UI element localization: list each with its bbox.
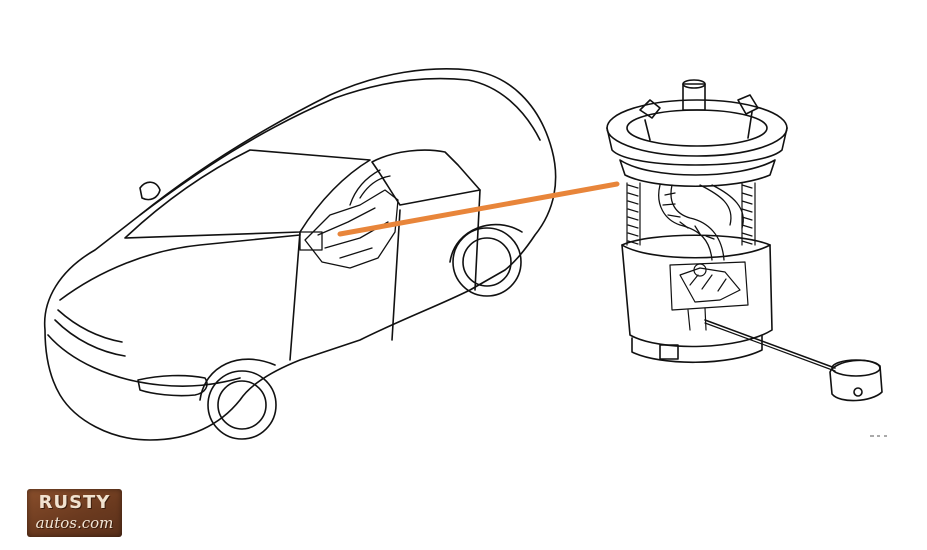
car-fuel-pump-location (299, 169, 399, 269)
fuel-pump-module (606, 79, 883, 402)
car-rear-hub (462, 237, 512, 287)
rustyautos-logo: RUSTY autos.com (27, 489, 122, 537)
car-rear-wheel (452, 227, 522, 297)
pump-flange-rim (606, 127, 788, 166)
fuel-level-float-arm (704, 319, 836, 369)
pump-reservoir (621, 244, 773, 348)
pump-hoses (658, 184, 744, 261)
pump-internal (669, 261, 749, 331)
car-front-arch (199, 358, 276, 401)
car-rear-arch (449, 223, 523, 263)
pump-connector-right (737, 94, 759, 115)
car-mirror (139, 181, 161, 201)
callout-line (337, 181, 620, 237)
logo-line2: autos.com (35, 514, 114, 532)
car-front-wheel (207, 370, 277, 440)
car-body-outline (43, 68, 557, 441)
pump-connector-left (639, 99, 661, 119)
fuel-level-float (829, 359, 883, 402)
car-roof (139, 77, 541, 216)
pump-reservoir-tab (659, 344, 679, 360)
pump-springs (626, 182, 756, 246)
pump-flange-underside (619, 159, 776, 187)
logo-line1: RUSTY (38, 492, 111, 513)
car-grille (54, 309, 126, 357)
car-side-window (371, 149, 481, 206)
car-front-hub (217, 380, 267, 430)
car-headlight (137, 374, 208, 397)
pump-outlet-fitting (682, 83, 706, 111)
car-hood-line (59, 234, 301, 301)
pump-flange-top (606, 99, 788, 157)
car-windshield (124, 149, 371, 239)
car-illustration (43, 68, 557, 441)
